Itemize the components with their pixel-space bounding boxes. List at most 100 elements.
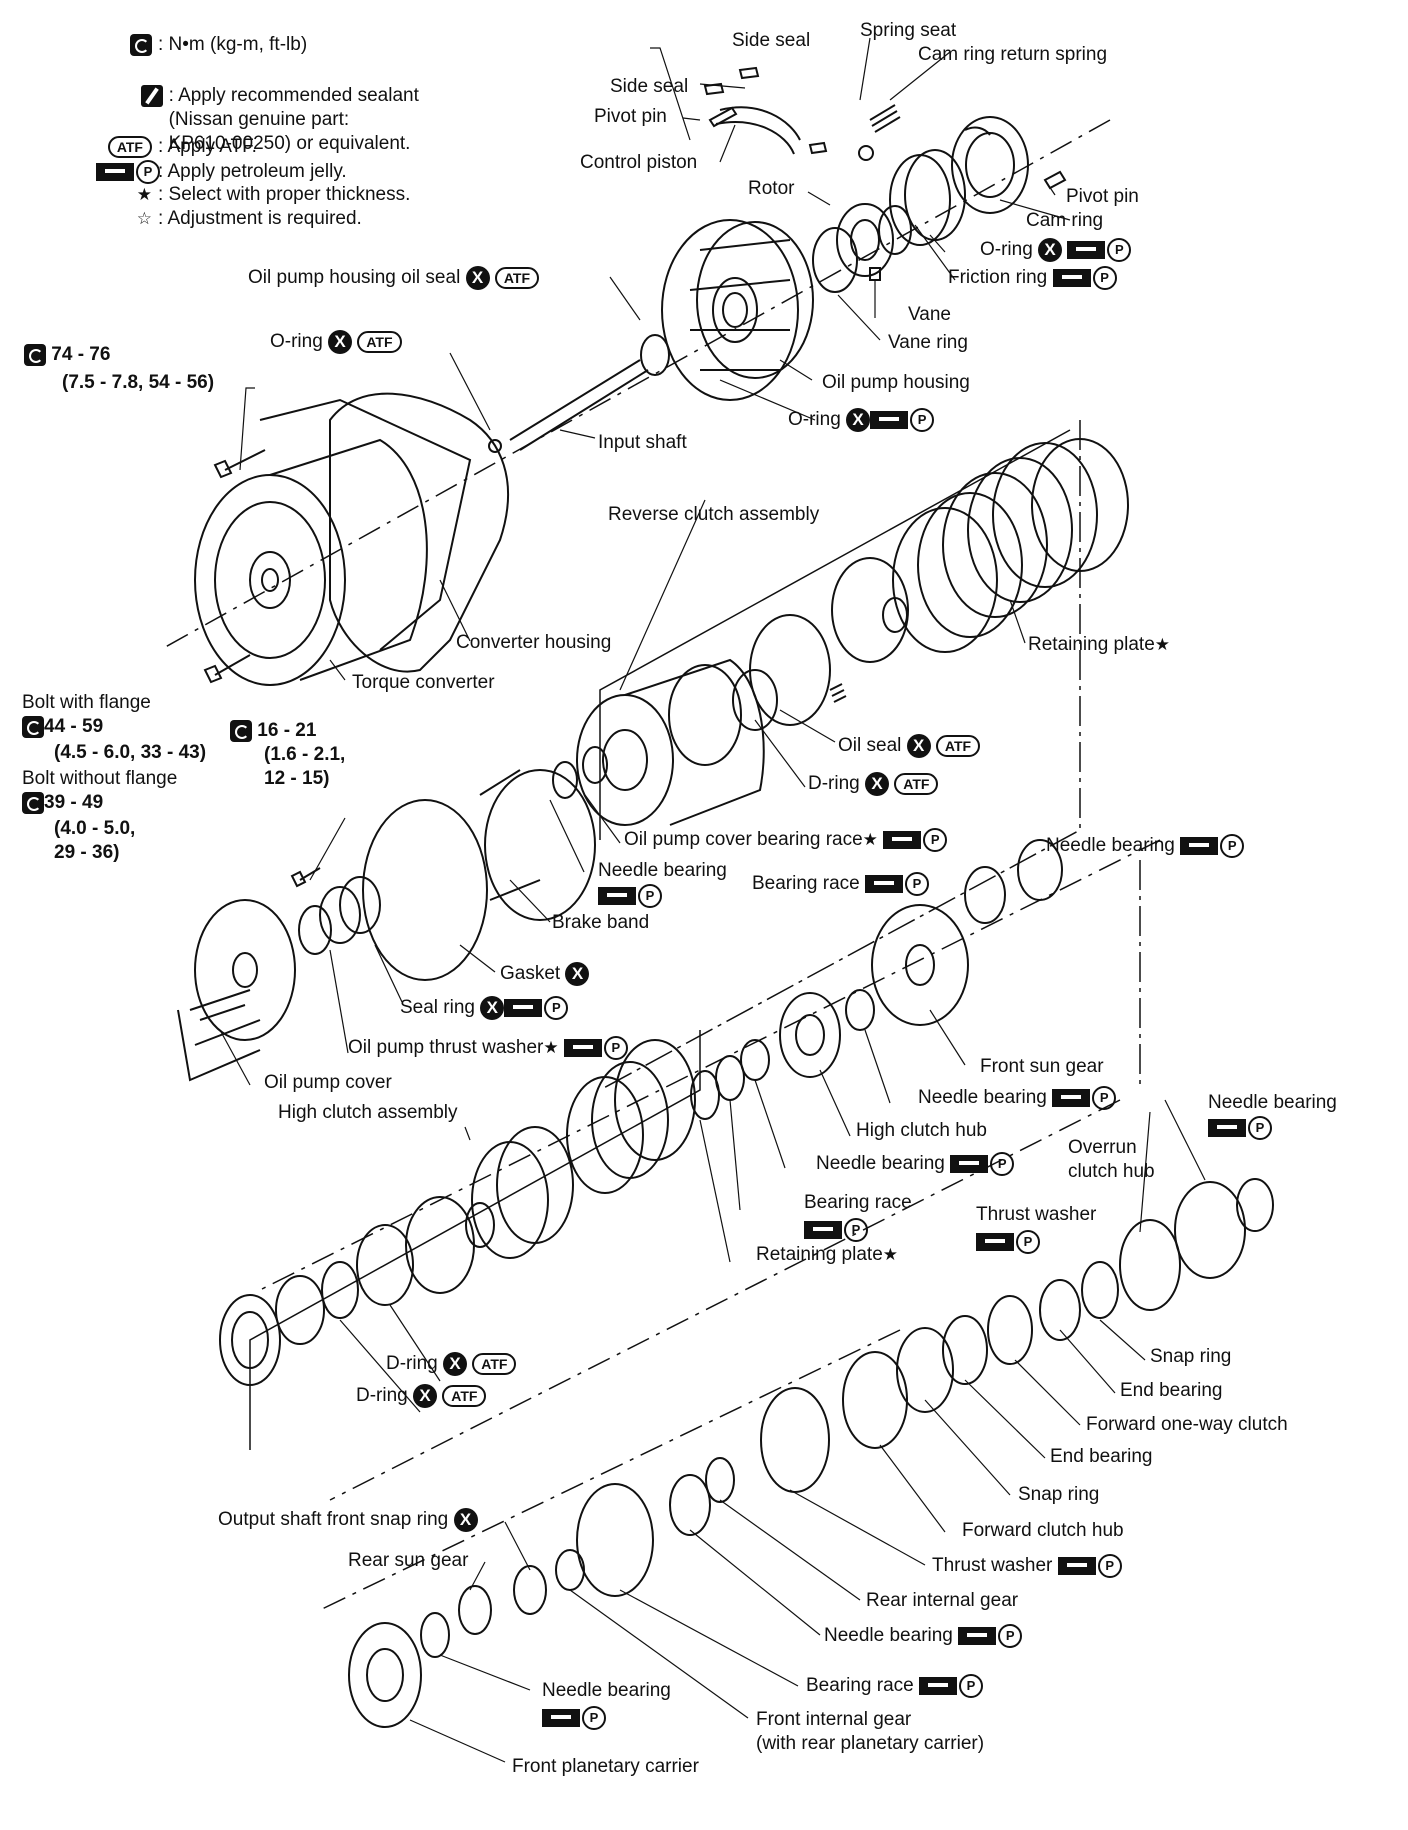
- high-clutch-plate-4: [471, 1141, 549, 1259]
- torque-wrench-icon: [22, 716, 44, 738]
- label-rear-sun-gear: Rear sun gear: [348, 1550, 469, 1571]
- replace-x-icon: X: [480, 996, 505, 1020]
- rear-internal-gear: [760, 1387, 830, 1493]
- needle-bearing-high-hub: [845, 989, 875, 1031]
- label-needle-bearing-7-icons: P: [542, 1706, 606, 1730]
- label-end-bearing-1: End bearing: [1120, 1380, 1223, 1401]
- torque-spec-4-detail: (4.0 - 5.0,: [54, 818, 136, 839]
- legend-adjust: ☆: Adjustment is required.: [136, 208, 362, 230]
- label-forward-one-way-clutch: Forward one-way clutch: [1086, 1414, 1288, 1435]
- label-front-internal-gear: Front internal gear (with rear planetary…: [756, 1709, 985, 1754]
- label-vane: Vane: [908, 304, 951, 325]
- label-bearing-race-2-icons: P: [804, 1218, 868, 1242]
- seal-ring-2: [339, 876, 381, 934]
- snap-ring-forward: [1081, 1261, 1119, 1319]
- petroleum-jelly-icon: [598, 887, 636, 905]
- p-circle-icon: P: [603, 1036, 628, 1060]
- label-friction-ring: Friction ring P: [948, 266, 1117, 290]
- petroleum-jelly-icon: [804, 1221, 842, 1239]
- side-seal-left: [703, 82, 725, 96]
- cam-ring-return-spring: [869, 104, 901, 133]
- petroleum-jelly-icon: [950, 1155, 989, 1173]
- torque-spec-3-detail: (1.6 - 2.1,: [264, 744, 346, 765]
- label-end-bearing-2: End bearing: [1050, 1446, 1153, 1467]
- solid-star-icon: ★: [882, 1245, 899, 1264]
- solid-star-icon: ★: [862, 830, 878, 850]
- retaining-plate-high: [614, 1039, 696, 1161]
- p-circle-icon: P: [1092, 1086, 1117, 1110]
- petroleum-jelly-icon: [563, 1039, 602, 1057]
- torque-spec-3: 16 - 21: [230, 720, 316, 742]
- p-circle-icon: P: [990, 1152, 1015, 1176]
- d-ring-reverse: [732, 669, 778, 731]
- label-forward-clutch-hub: Forward clutch hub: [962, 1520, 1124, 1541]
- label-bearing-race-1: Bearing race P: [752, 872, 930, 896]
- replace-x-icon: X: [565, 962, 590, 986]
- label-snap-ring-1: Snap ring: [1150, 1346, 1232, 1367]
- label-high-clutch-assembly: High clutch assembly: [278, 1102, 458, 1123]
- high-clutch-seal: [275, 1275, 325, 1345]
- d-ring-high-1: [356, 1224, 414, 1306]
- needle-bearing-front-sun: [1017, 839, 1063, 901]
- reverse-clutch-plate-2: [917, 492, 1023, 638]
- reverse-clutch-piston: [668, 664, 742, 766]
- solid-star-icon: ★: [1154, 635, 1171, 654]
- replace-x-icon: X: [443, 1352, 468, 1376]
- label-input-shaft: Input shaft: [598, 432, 687, 453]
- overrun-clutch-hub: [1174, 1181, 1246, 1279]
- reverse-clutch-plate-4: [967, 457, 1073, 603]
- bearing-race-front-internal: [555, 1549, 585, 1591]
- oil-pump-cover: [194, 899, 296, 1041]
- p-circle-icon: P: [923, 828, 948, 852]
- p-circle-icon: P: [638, 884, 662, 908]
- p-circle-icon: P: [844, 1218, 868, 1242]
- label-oil-pump-cover: Oil pump cover: [264, 1072, 392, 1093]
- retaining-plate-reverse: [992, 442, 1098, 588]
- label-needle-bearing-2-icons: P: [598, 884, 662, 908]
- label-thrust-washer-1: Thrust washer: [976, 1204, 1097, 1225]
- rotor: [836, 203, 894, 277]
- atf-badge-icon: ATF: [442, 1385, 487, 1407]
- high-clutch-group-box: [249, 1030, 701, 1450]
- label-cam-ring-return-spring: Cam ring return spring: [918, 44, 1108, 65]
- label-side-seal-left: Side seal: [610, 76, 689, 97]
- atf-badge-icon: ATF: [935, 735, 981, 757]
- label-output-shaft-front-snap-ring: Output shaft front snap ring X: [218, 1508, 478, 1532]
- label-needle-bearing-4: Needle bearing: [1208, 1092, 1337, 1113]
- pivot-pin-right: [1043, 170, 1067, 190]
- replace-x-icon: X: [453, 1508, 478, 1532]
- atf-badge-icon: ATF: [357, 331, 402, 353]
- label-retaining-plate-2: Retaining plate★: [756, 1244, 899, 1265]
- p-circle-icon: P: [544, 996, 569, 1020]
- bearing-race-front-sun: [964, 866, 1006, 924]
- label-retaining-plate-1: Retaining plate★: [1028, 634, 1171, 655]
- label-front-planetary-carrier: Front planetary carrier: [512, 1756, 699, 1777]
- p-circle-icon: P: [582, 1706, 606, 1730]
- atf-badge-icon: ATF: [894, 773, 939, 795]
- p-circle-icon: P: [910, 408, 935, 432]
- label-reverse-clutch-assembly: Reverse clutch assembly: [608, 504, 820, 525]
- p-circle-icon: P: [1092, 266, 1117, 290]
- replace-x-icon: X: [865, 772, 890, 796]
- torque-wrench-icon: [230, 720, 252, 742]
- label-oil-pump-housing: Oil pump housing: [822, 372, 970, 393]
- label-brake-band: Brake band: [552, 912, 650, 933]
- p-circle-icon: P: [905, 872, 930, 896]
- label-needle-bearing-6: Needle bearing P: [824, 1624, 1023, 1648]
- p-circle-icon: P: [998, 1624, 1023, 1648]
- torque-spec-2: 44 - 59: [22, 716, 103, 738]
- reverse-clutch-plate-1: [892, 507, 998, 653]
- petroleum-jelly-icon: [883, 831, 922, 849]
- spring-seat: [858, 145, 874, 161]
- p-circle-icon: P: [136, 160, 160, 184]
- thrust-washer-overrun: [1119, 1219, 1181, 1311]
- solid-star-icon: ★: [136, 185, 152, 204]
- legend-atf: ATF: Apply ATF.: [96, 136, 257, 158]
- petroleum-jelly-icon: [1067, 241, 1106, 259]
- bolt-without-flange-label: Bolt without flange: [22, 768, 178, 789]
- gasket: [362, 799, 488, 981]
- forward-clutch-hub: [842, 1351, 908, 1449]
- needle-bearing-front-planetary: [420, 1612, 450, 1658]
